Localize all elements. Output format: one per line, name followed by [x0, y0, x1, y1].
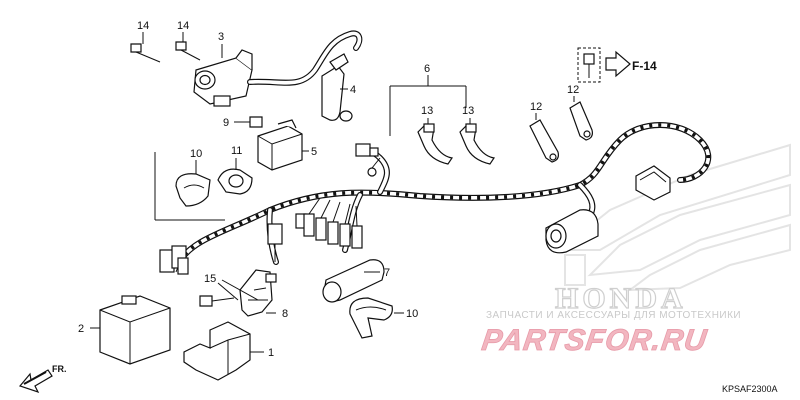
- svg-text:PARTSFOR.RU: PARTSFOR.RU: [480, 324, 710, 357]
- band-10-left: [175, 173, 211, 207]
- reference-arrow: [605, 50, 631, 78]
- callout-12-right: 12: [567, 84, 579, 96]
- spark-plug-cap: [321, 53, 353, 122]
- callout-1: 1: [268, 347, 274, 359]
- reference-label: F-14: [632, 59, 657, 73]
- connector-upper: [355, 143, 381, 177]
- band-13-right: [459, 123, 496, 165]
- callout-6: 6: [424, 63, 430, 75]
- cover-1: [183, 321, 251, 381]
- callout-5: 5: [311, 146, 317, 158]
- rubber-boot-7: [322, 259, 385, 303]
- diagram-code: KPSAF2300A: [722, 384, 778, 394]
- connector-left: [159, 245, 189, 275]
- main-wire-harness: [172, 122, 712, 273]
- site-watermark-suffix: FOR.RU: [584, 324, 710, 357]
- leader-lines: [90, 32, 575, 353]
- callout-14-right: 14: [177, 20, 189, 32]
- callout-13-right: 13: [462, 105, 474, 117]
- band-13-left: [417, 123, 454, 165]
- band-10-lower: [349, 297, 393, 339]
- bolt-ref-f14: [577, 47, 601, 83]
- bracket-8: [239, 269, 277, 317]
- honda-brand-watermark: HONDA: [555, 282, 687, 315]
- callout-4: 4: [350, 84, 356, 96]
- connector-small: [267, 213, 307, 262]
- callout-7: 7: [384, 267, 390, 279]
- callout-14-left: 14: [137, 20, 149, 32]
- ignition-coil: [130, 30, 363, 107]
- callout-13-left: 13: [421, 105, 433, 117]
- site-watermark: PARTSFOR.RU: [479, 324, 710, 358]
- callout-11: 11: [231, 145, 242, 157]
- battery-box-2: [99, 295, 171, 365]
- front-direction-arrow: [18, 369, 53, 394]
- bolt-15: [199, 295, 235, 307]
- callout-10-left: 10: [190, 148, 202, 160]
- front-direction-label: FR.: [52, 364, 67, 374]
- site-watermark-prefix: PARTS: [480, 324, 588, 357]
- relay: [257, 119, 303, 171]
- tagline-watermark: ЗАПЧАСТИ И АКСЕССУАРЫ ДЛЯ МОТОТЕХНИКИ: [486, 310, 741, 321]
- harness-clamp-11: [217, 168, 253, 195]
- clip-12-left: [529, 119, 559, 163]
- screw-9: [244, 116, 263, 128]
- callout-10-lower: 10: [406, 308, 418, 320]
- callout-8: 8: [282, 308, 288, 320]
- callout-12-left: 12: [530, 101, 542, 113]
- callout-3: 3: [218, 31, 224, 43]
- callout-numbers: 1 2 3 4 5 6 7 8 9 10 10 11 12 12 13 13 1…: [78, 20, 579, 359]
- callout-9: 9: [223, 117, 229, 129]
- callout-2: 2: [78, 323, 84, 335]
- clip-12-right: [569, 101, 593, 141]
- honda-wing-watermark: [557, 143, 791, 292]
- connector-cluster: [303, 197, 363, 249]
- coupler-right: [635, 165, 671, 201]
- bulb-socket: [545, 209, 599, 254]
- callout-15: 15: [204, 273, 216, 285]
